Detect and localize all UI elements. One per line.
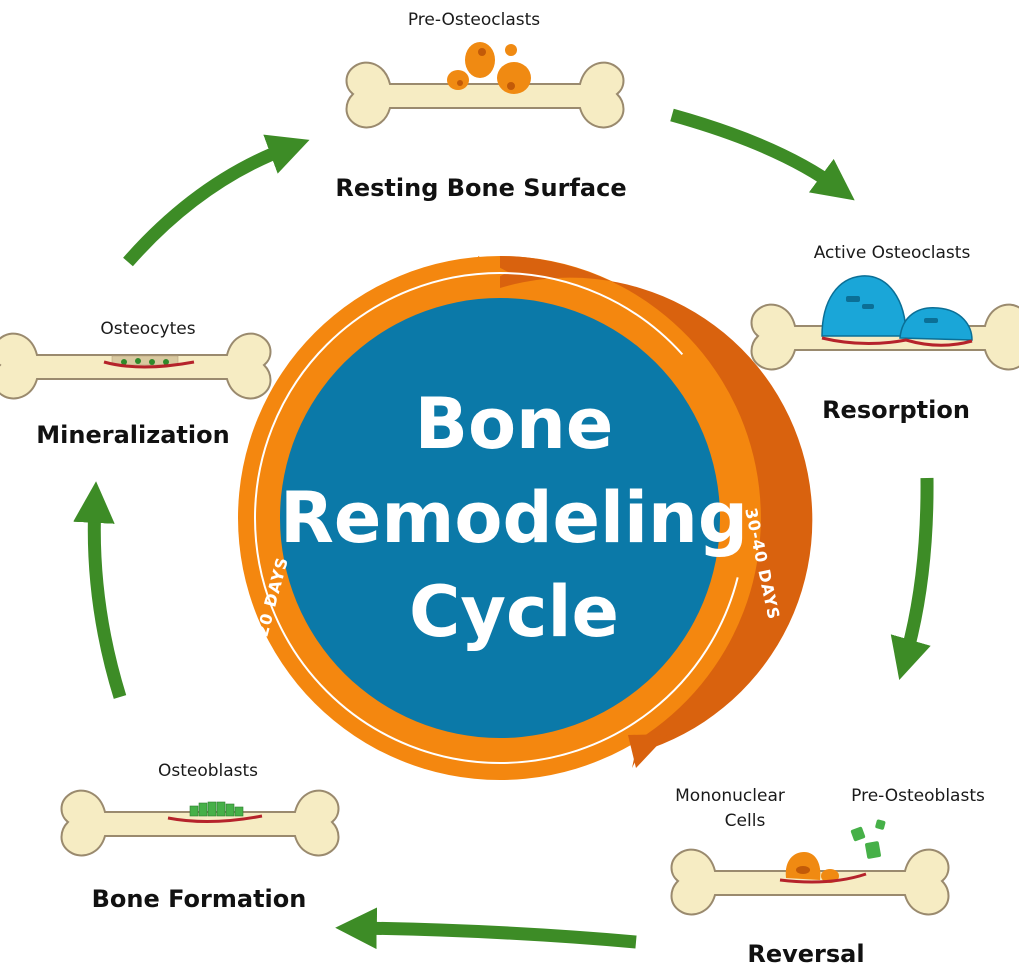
cycle-arrow-icon: [672, 115, 838, 188]
stage-formation: Osteoblasts Bone Formation: [62, 761, 339, 913]
stage-resting: Pre-Osteoclasts Resting Bone Surface: [335, 10, 626, 202]
pre-osteoblasts-label: Pre-Osteoblasts: [851, 786, 985, 806]
cycle-arrow-icon: [356, 928, 636, 942]
bone-icon: [62, 791, 339, 856]
stage-title-resting: Resting Bone Surface: [335, 174, 626, 202]
mononuclear-cell-icon: [780, 852, 866, 883]
center-title-line3: Cycle: [409, 571, 619, 653]
pre-osteoclasts-label: Pre-Osteoclasts: [408, 10, 540, 30]
mononuclear-cells-label-line1: Mononuclear: [675, 786, 785, 806]
active-osteoclasts-label: Active Osteoclasts: [814, 243, 971, 263]
stage-mineralization: Osteocytes Mineralization: [0, 319, 271, 449]
cycle-arrow-icon: [94, 502, 120, 697]
stage-title-formation: Bone Formation: [92, 885, 307, 913]
stage-title-resorption: Resorption: [822, 396, 970, 424]
stage-title-reversal: Reversal: [747, 940, 864, 966]
pre-osteoblast-cell-icon: [850, 819, 886, 859]
stage-title-mineralization: Mineralization: [36, 421, 229, 449]
active-osteoclast-cell-icon: [822, 276, 972, 345]
osteoblasts-label: Osteoblasts: [158, 761, 258, 781]
center-title-line2: Remodeling: [280, 477, 748, 559]
cycle-arrow-icon: [128, 147, 290, 262]
stage-resorption: Active Osteoclasts Resorption: [752, 243, 1019, 424]
stage-reversal: Mononuclear Cells Pre-Osteoblasts Revers…: [672, 786, 985, 966]
osteocytes-label: Osteocytes: [100, 319, 195, 339]
center-title-line1: Bone: [415, 383, 614, 465]
cycle-arrow-icon: [905, 478, 927, 660]
center-cycle: Bone Remodeling Cycle 30-40 DAYS 120 DAY…: [238, 256, 812, 780]
mononuclear-cells-label-line2: Cells: [725, 811, 766, 831]
